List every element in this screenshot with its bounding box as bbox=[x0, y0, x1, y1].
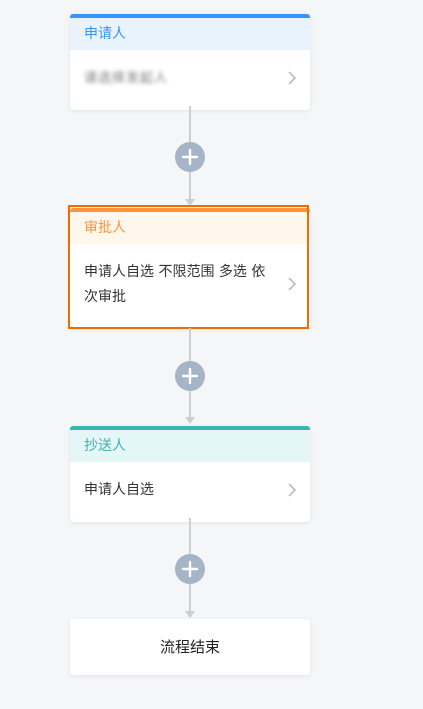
cc-node[interactable]: 抄送人 申请人自选 bbox=[70, 426, 310, 522]
approver-node-body: 申请人自选 不限范围 多选 依次审批 bbox=[70, 244, 310, 324]
flow-end-node: 流程结束 bbox=[70, 619, 310, 675]
approver-node[interactable]: 审批人 申请人自选 不限范围 多选 依次审批 bbox=[70, 208, 310, 328]
applicant-node[interactable]: 申请人 请选择发起人 bbox=[70, 14, 310, 110]
cc-node-title: 抄送人 bbox=[84, 438, 126, 454]
plus-icon bbox=[181, 367, 199, 385]
chevron-right-icon bbox=[288, 277, 296, 291]
approver-node-header: 审批人 bbox=[70, 212, 310, 244]
cc-node-header: 抄送人 bbox=[70, 430, 310, 462]
arrow-down-icon bbox=[185, 611, 195, 618]
arrow-down-icon bbox=[185, 417, 195, 424]
chevron-right-icon bbox=[288, 483, 296, 497]
applicant-node-value: 请选择发起人 bbox=[84, 71, 169, 86]
applicant-node-title: 申请人 bbox=[84, 26, 126, 42]
plus-icon bbox=[181, 560, 199, 578]
cc-node-value: 申请人自选 bbox=[84, 482, 154, 498]
approver-node-value: 申请人自选 不限范围 多选 依次审批 bbox=[84, 264, 266, 305]
cc-node-body: 申请人自选 bbox=[70, 462, 310, 518]
plus-icon bbox=[181, 148, 199, 166]
applicant-node-header: 申请人 bbox=[70, 18, 310, 50]
add-node-button[interactable] bbox=[175, 361, 205, 391]
add-node-button[interactable] bbox=[175, 554, 205, 584]
chevron-right-icon bbox=[288, 71, 296, 85]
applicant-node-body: 请选择发起人 bbox=[70, 50, 310, 106]
flow-end-label: 流程结束 bbox=[159, 638, 220, 656]
add-node-button[interactable] bbox=[175, 142, 205, 172]
arrow-down-icon bbox=[185, 199, 195, 206]
approver-node-title: 审批人 bbox=[84, 220, 126, 236]
